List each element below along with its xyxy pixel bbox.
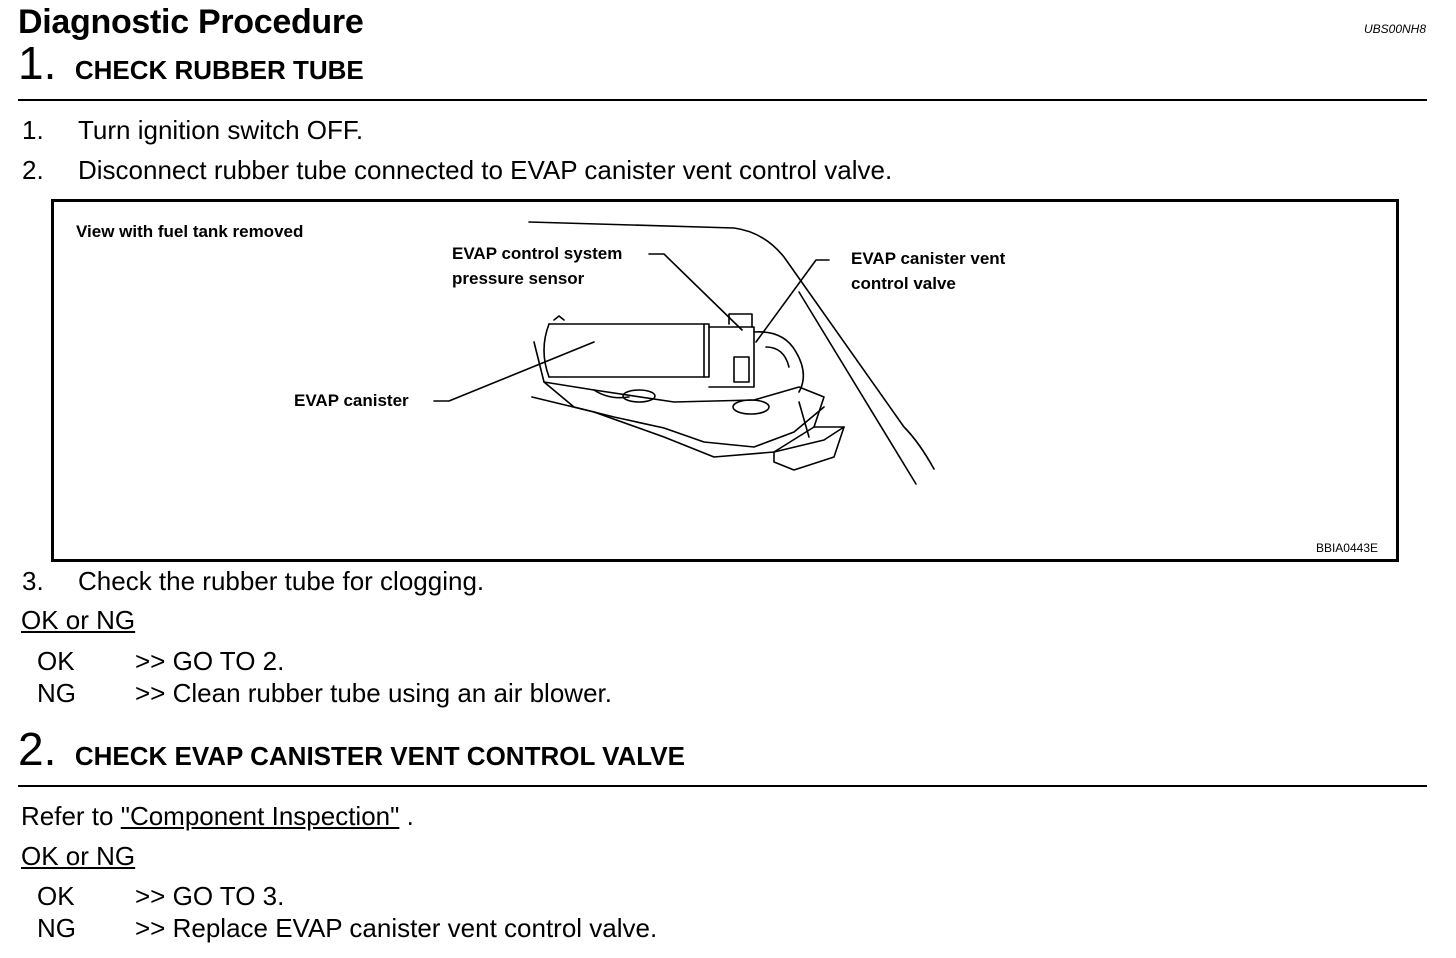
result-text: >> Clean rubber tube using an air blower… [135, 678, 612, 708]
component-inspection-link[interactable]: "Component Inspection" [120, 801, 400, 831]
label-vent-control-valve-line-1: EVAP canister vent [851, 249, 1006, 268]
refer-suffix: . [399, 801, 414, 831]
result-label: NG [37, 913, 76, 943]
step-2-heading: CHECK EVAP CANISTER VENT CONTROL VALVE [74, 741, 685, 771]
instruction-text: Turn ignition switch OFF. [78, 115, 364, 145]
step-2-result-ok: OK >> GO TO 3. [37, 881, 284, 912]
evap-canister-figure: View with fuel tank removed EVAP control… [51, 199, 1399, 562]
step-1-heading: CHECK RUBBER TUBE [74, 55, 364, 85]
instruction-text: Disconnect rubber tube connected to EVAP… [78, 155, 893, 185]
result-label: OK [37, 646, 75, 676]
figure-code: BBIA0443E [1315, 541, 1378, 555]
label-evap-canister: EVAP canister [294, 391, 409, 410]
step-1-ok-ng-label: OK or NG [21, 605, 136, 635]
page-title: Diagnostic Procedure [18, 3, 364, 41]
result-label: NG [37, 678, 76, 708]
step-2-ok-ng-label: OK or NG [21, 841, 136, 871]
instruction-number: 3. [22, 566, 44, 596]
step-2-number: 2. [18, 723, 57, 775]
refer-prefix: Refer to [21, 801, 121, 831]
instruction-2: 2. Disconnect rubber tube connected to EV… [22, 155, 892, 186]
step-2-divider [18, 785, 1427, 787]
result-text: >> GO TO 2. [135, 646, 285, 676]
step-1-header: 1. CHECK RUBBER TUBE [18, 40, 364, 86]
label-pressure-sensor-line-2: pressure sensor [452, 269, 585, 288]
step-2-header: 2. CHECK EVAP CANISTER VENT CONTROL VALV… [18, 726, 685, 772]
step-1-result-ok: OK >> GO TO 2. [37, 646, 284, 677]
figure-caption: View with fuel tank removed [76, 222, 304, 241]
result-text: >> Replace EVAP canister vent control va… [135, 913, 658, 943]
evap-canister-illustration [433, 221, 935, 485]
instruction-3: 3. Check the rubber tube for clogging. [22, 566, 484, 597]
result-text: >> GO TO 3. [135, 881, 285, 911]
label-pressure-sensor: EVAP control system pressure sensor [452, 241, 622, 291]
document-id: UBS00NH8 [1363, 22, 1426, 36]
instruction-text: Check the rubber tube for clogging. [78, 566, 485, 596]
step-1-result-ng: NG >> Clean rubber tube using an air blow… [37, 678, 612, 709]
instruction-1: 1. Turn ignition switch OFF. [22, 115, 363, 146]
result-label: OK [37, 881, 75, 911]
label-vent-control-valve: EVAP canister vent control valve [851, 246, 1005, 296]
label-pressure-sensor-line-1: EVAP control system [452, 244, 623, 263]
instruction-number: 1. [22, 115, 44, 145]
step-1-number: 1. [18, 37, 57, 89]
step-2-result-ng: NG >> Replace EVAP canister vent control … [37, 913, 657, 944]
step-1-divider [18, 99, 1427, 101]
component-inspection-reference: Refer to "Component Inspection" . [21, 801, 414, 832]
label-vent-control-valve-line-2: control valve [851, 274, 956, 293]
instruction-number: 2. [22, 155, 44, 185]
